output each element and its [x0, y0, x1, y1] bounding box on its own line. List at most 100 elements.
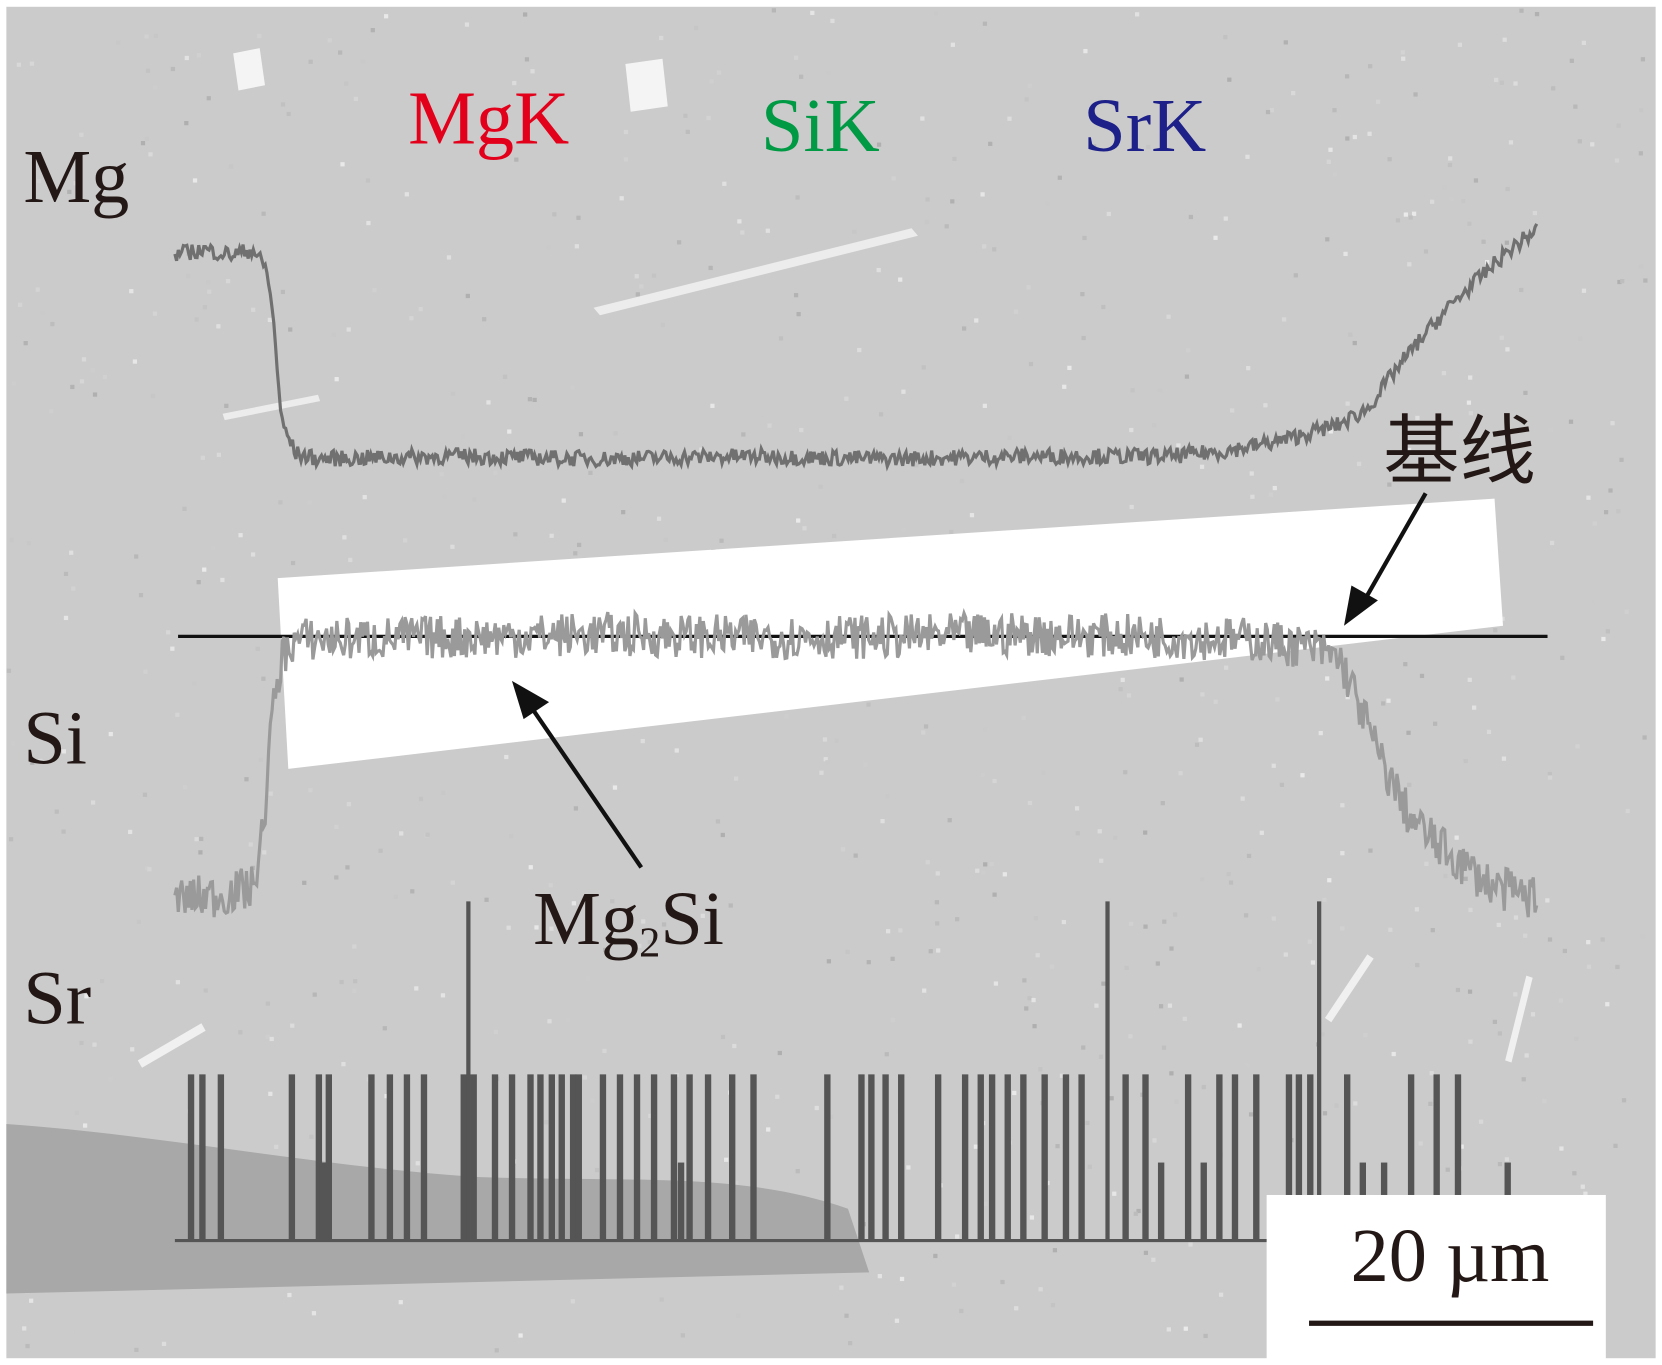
- sem-speckle: [1569, 58, 1574, 63]
- sem-speckle: [1559, 1146, 1564, 1151]
- sem-speckle: [1640, 57, 1646, 62]
- sem-speckle: [192, 681, 197, 686]
- sr-bar: [460, 1074, 467, 1241]
- sem-speckle: [799, 74, 804, 79]
- sem-speckle: [1463, 876, 1468, 881]
- sem-speckle: [288, 327, 293, 332]
- sem-speckle: [1343, 251, 1348, 257]
- sem-speckle: [35, 287, 40, 292]
- sem-speckle: [1097, 829, 1102, 834]
- sem-speckle: [795, 195, 800, 200]
- sr-bar: [633, 1074, 641, 1241]
- sem-speckle: [1007, 116, 1012, 121]
- sem-speckle: [1560, 655, 1565, 660]
- sem-speckle: [683, 113, 688, 118]
- sem-speckle: [79, 132, 84, 137]
- sem-speckle: [922, 988, 927, 993]
- sem-speckle: [825, 760, 830, 765]
- sr-bar: [1295, 1074, 1303, 1241]
- sem-speckle: [1573, 104, 1578, 109]
- sem-speckle: [949, 529, 954, 534]
- sem-speckle: [980, 192, 985, 197]
- sem-speckle: [574, 244, 579, 249]
- sem-speckle: [810, 10, 815, 16]
- sem-speckle: [1293, 273, 1298, 278]
- sem-speckle: [1279, 782, 1285, 787]
- sem-speckle: [138, 593, 144, 598]
- sr-bar: [1344, 1074, 1351, 1241]
- sem-speckle: [1413, 92, 1418, 97]
- sem-speckle: [933, 1253, 938, 1259]
- sem-speckle: [334, 377, 339, 382]
- sem-speckle: [565, 1017, 571, 1022]
- sem-speckle: [261, 676, 266, 681]
- sem-speckle: [393, 894, 398, 899]
- sem-speckle: [143, 669, 148, 674]
- sem-speckle: [134, 1347, 139, 1353]
- sem-speckle: [1158, 1004, 1164, 1009]
- sem-speckle: [175, 980, 180, 985]
- sem-speckle: [925, 197, 930, 202]
- sem-speckle: [1061, 919, 1066, 925]
- sem-speckle: [585, 976, 591, 981]
- sem-speckle: [194, 837, 199, 842]
- sem-speckle: [766, 1127, 771, 1132]
- sem-speckle: [844, 396, 849, 401]
- sem-speckle: [933, 11, 939, 16]
- sem-speckle: [514, 157, 519, 162]
- sem-speckle: [1524, 1053, 1529, 1058]
- sem-speckle: [280, 289, 286, 295]
- sem-speckle: [663, 537, 669, 542]
- sem-speckle: [1327, 878, 1332, 883]
- sem-speckle: [1184, 374, 1190, 379]
- sem-speckle: [1387, 157, 1392, 162]
- sr-bar: [527, 1074, 534, 1241]
- sem-speckle: [1245, 154, 1250, 159]
- sem-speckle: [1467, 989, 1473, 994]
- sem-speckle: [983, 727, 988, 732]
- sem-speckle: [1106, 211, 1111, 217]
- sem-speckle: [1614, 158, 1620, 163]
- sem-speckle: [549, 533, 554, 538]
- sem-speckle: [635, 292, 640, 297]
- sem-speckle: [573, 806, 579, 811]
- sem-speckle: [1475, 252, 1481, 257]
- sr-bar: [1157, 1162, 1165, 1241]
- sem-speckle: [1493, 628, 1498, 633]
- sem-speckle: [9, 537, 14, 543]
- sem-speckle: [1269, 108, 1275, 113]
- sem-speckle: [1000, 1279, 1005, 1285]
- sem-speckle: [1530, 1012, 1536, 1017]
- sem-speckle: [1275, 697, 1280, 702]
- sem-speckle: [340, 162, 345, 167]
- sem-speckle: [1300, 773, 1305, 778]
- sem-speckle: [813, 121, 819, 126]
- sem-speckle: [1188, 214, 1194, 220]
- sem-speckle: [238, 533, 243, 538]
- sem-speckle: [1031, 997, 1036, 1003]
- sem-speckle: [1415, 962, 1420, 968]
- mg2si-phase-band: [277, 498, 1504, 769]
- sem-speckle: [1497, 1031, 1502, 1036]
- sem-speckle: [92, 392, 98, 397]
- sem-speckle: [509, 834, 514, 839]
- sem-speckle: [1403, 662, 1408, 667]
- sr-profile-bars: [187, 901, 1511, 1241]
- sem-speckle: [1353, 1101, 1358, 1106]
- sem-speckle: [1574, 1036, 1579, 1041]
- sem-speckle: [1640, 934, 1645, 939]
- sem-speckle: [989, 861, 994, 867]
- sem-speckle: [706, 115, 711, 121]
- sem-speckle: [1152, 1138, 1157, 1143]
- sem-speckle: [182, 506, 187, 511]
- sem-speckle: [1200, 877, 1205, 882]
- sem-speckle: [716, 70, 722, 75]
- sem-speckle: [370, 28, 375, 33]
- sem-speckle: [548, 883, 553, 888]
- sem-speckle: [1521, 1077, 1526, 1082]
- sem-speckle: [90, 368, 95, 373]
- sem-speckle: [1081, 335, 1086, 341]
- sem-speckle: [934, 900, 940, 905]
- sr-bar: [1105, 901, 1110, 1241]
